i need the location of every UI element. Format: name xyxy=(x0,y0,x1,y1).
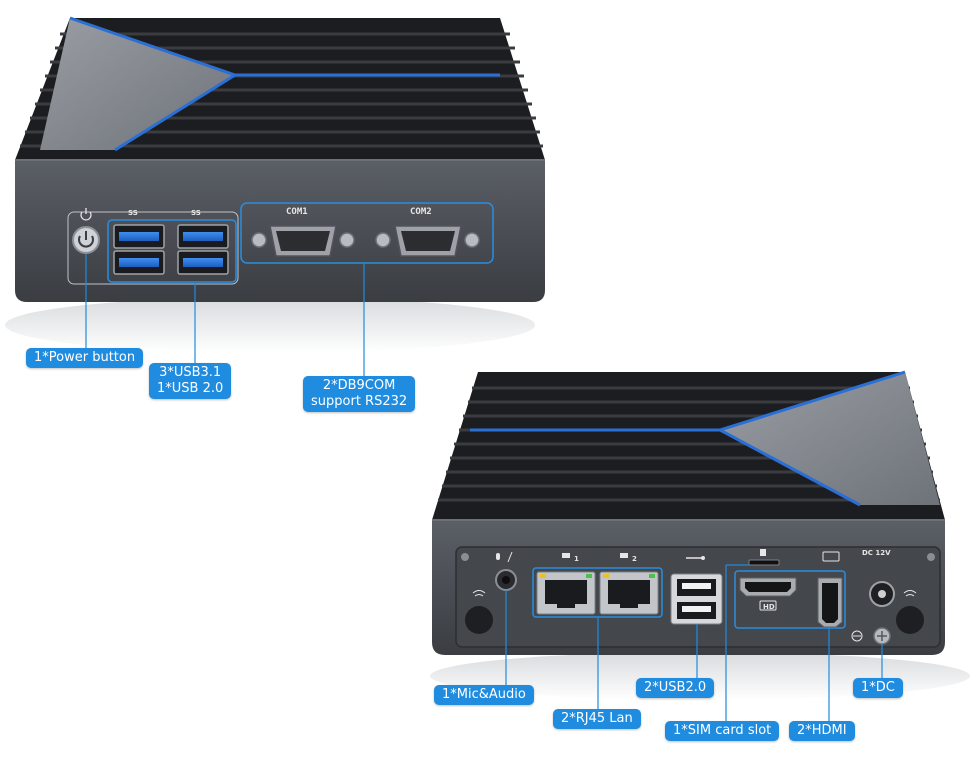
callout-mic-audio: 1*Mic&Audio xyxy=(434,685,534,705)
com1-port xyxy=(251,225,355,257)
front-unit: SS SS COM1 COM2 xyxy=(5,16,545,376)
dc-power-jack xyxy=(869,581,895,607)
lan1-label: 1 xyxy=(574,555,579,563)
callout-usb: 3*USB3.1 1*USB 2.0 xyxy=(149,363,232,399)
mic-audio-jack xyxy=(495,569,517,591)
mic-icon xyxy=(496,551,513,563)
callout-dc: 1*DC xyxy=(853,678,903,698)
usb-icon xyxy=(686,556,705,560)
sim-card-slot xyxy=(748,559,780,566)
callout-usb2-text: 2*USB2.0 xyxy=(644,680,707,695)
com1-label: COM1 xyxy=(286,207,308,217)
com2-port xyxy=(375,225,480,257)
ground-screw xyxy=(873,627,891,645)
hd-label-a: HD xyxy=(763,603,775,611)
callout-power-button: 1*Power button xyxy=(26,348,144,368)
power-button xyxy=(72,226,100,254)
callout-power-text: 1*Power button xyxy=(34,350,136,365)
ground-icon xyxy=(851,630,863,642)
rj45-port-1 xyxy=(536,571,596,615)
callout-usb-line1: 3*USB3.1 xyxy=(159,365,222,380)
callout-usb-line2: 1*USB 2.0 xyxy=(157,381,224,396)
sim-icon xyxy=(760,549,766,556)
callout-hdmi-text: 2*HDMI xyxy=(797,723,847,738)
rear-unit: 1 2 xyxy=(430,370,970,722)
callout-rj45-text: 2*RJ45 Lan xyxy=(561,711,633,726)
callout-mic-text: 1*Mic&Audio xyxy=(442,687,526,702)
usb3-port-group xyxy=(113,224,229,275)
callout-com: 2*DB9COM support RS232 xyxy=(303,376,416,412)
callout-usb2: 2*USB2.0 xyxy=(636,678,715,698)
dc-label: DC 12V xyxy=(862,549,891,557)
antenna-port-right xyxy=(896,606,924,634)
callout-sim: 1*SIM card slot xyxy=(665,721,780,741)
network-icon xyxy=(562,553,628,558)
hdmi-port-horizontal xyxy=(739,577,797,597)
front-leader-lines xyxy=(85,254,365,376)
callout-hdmi: 2*HDMI xyxy=(789,721,855,741)
power-icon xyxy=(80,208,92,221)
wifi-icon xyxy=(472,590,917,597)
antenna-port-left xyxy=(465,606,493,634)
rear-leader-lines xyxy=(505,564,883,722)
hd-icon xyxy=(759,551,840,611)
usb2-port-group xyxy=(670,573,723,625)
callout-sim-text: 1*SIM card slot xyxy=(673,723,772,738)
hdmi-port-vertical xyxy=(817,577,843,628)
callout-com-line1: 2*DB9COM xyxy=(322,378,396,393)
usb-ss-label-b: SS xyxy=(191,209,201,217)
usb-ss-label-a: SS xyxy=(128,209,138,217)
lan2-label: 2 xyxy=(632,555,637,563)
callout-rj45: 2*RJ45 Lan xyxy=(553,709,641,729)
rj45-port-2 xyxy=(599,571,659,615)
com2-label: COM2 xyxy=(410,207,432,217)
callout-dc-text: 1*DC xyxy=(861,680,895,695)
callout-com-line2: support RS232 xyxy=(311,394,408,409)
